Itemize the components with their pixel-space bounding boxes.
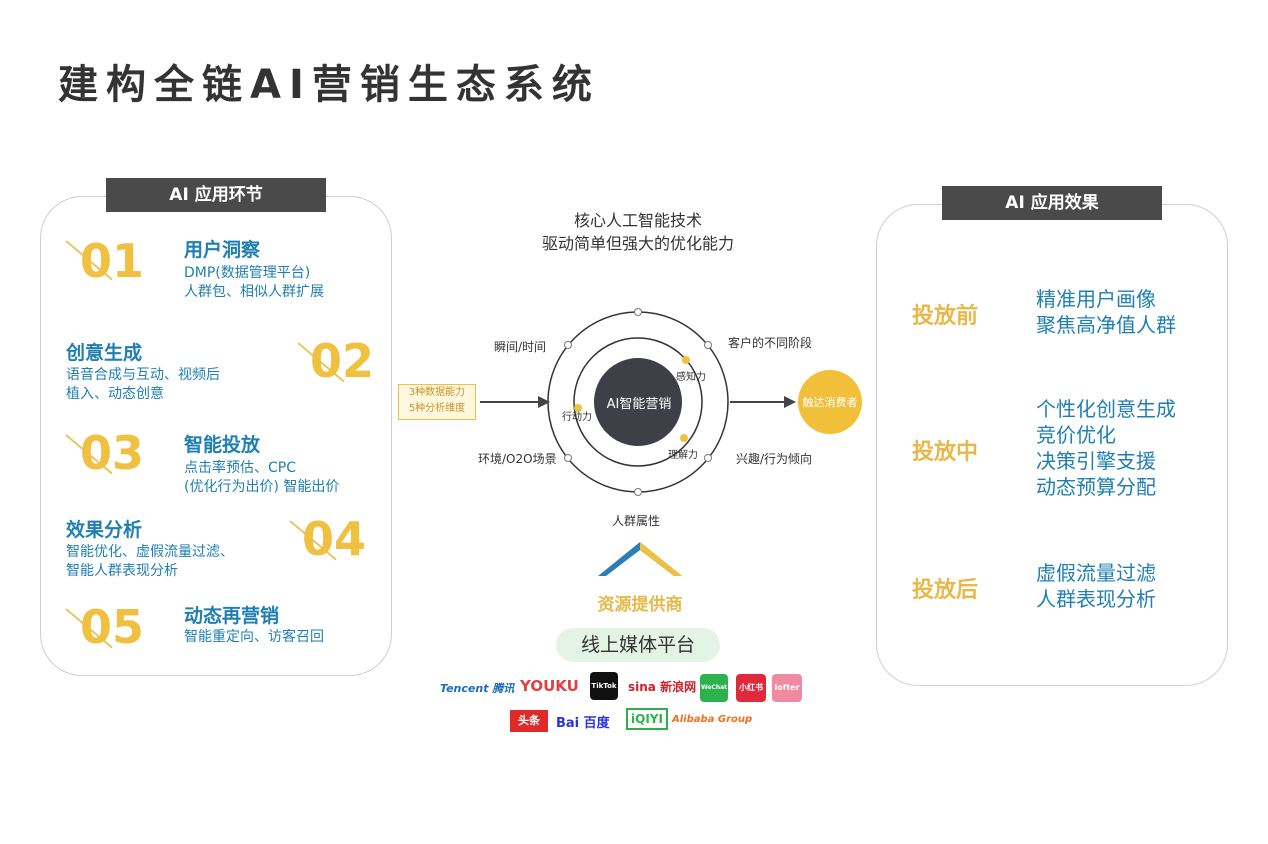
stage-during-line: 决策引擎支援	[1036, 449, 1156, 473]
stage-during-line: 个性化创意生成	[1036, 397, 1176, 421]
item-desc: 语音合成与互动、视频后	[66, 367, 220, 383]
provider-icon	[598, 542, 682, 576]
stage-during: 投放中	[912, 440, 979, 465]
stage-during-line: 竞价优化	[1036, 423, 1116, 447]
item-desc: 智能重定向、访客召回	[184, 629, 324, 645]
center-caption-line2: 驱动简单但强大的优化能力	[541, 234, 734, 253]
input-data-box: 3种数据能力 5种分析维度	[398, 384, 476, 420]
item-number: 02	[310, 334, 375, 388]
item-title: 用户洞察	[184, 239, 261, 261]
item-desc: 人群包、相似人群扩展	[184, 284, 324, 300]
provider-label: 资源提供商	[597, 595, 683, 615]
platform-pill: 线上媒体平台	[556, 628, 720, 662]
act-label: 行动力	[562, 412, 592, 423]
iqiyi-logo: iQIYI	[626, 708, 668, 730]
ai-effect-panel	[876, 204, 1228, 686]
output-label: 触达消费者	[802, 396, 858, 409]
item-number: 05	[80, 600, 145, 654]
toutiao-logo: 头条	[510, 710, 548, 732]
input-box-line2: 5种分析维度	[408, 403, 466, 414]
stage-before-line: 聚焦高净值人群	[1036, 313, 1176, 337]
page-title: 建构全链AI营销生态系统	[58, 62, 600, 108]
stage-after: 投放后	[912, 578, 979, 603]
item-desc: 智能优化、虚假流量过滤、	[66, 544, 234, 560]
xiaohongshu-logo: 小红书	[736, 674, 766, 702]
stage-after-line: 人群表现分析	[1036, 587, 1156, 611]
item-desc: 点击率预估、CPC	[184, 460, 296, 476]
item-number: 01	[80, 234, 145, 288]
item-desc: 智能人群表现分析	[66, 563, 178, 579]
youku-logo: YOUKU	[520, 677, 579, 695]
item-title: 智能投放	[184, 434, 261, 456]
item-number: 03	[80, 426, 145, 480]
time-label: 瞬间/时间	[494, 340, 547, 354]
ai-marketing-diagram	[480, 308, 862, 496]
center-caption-line1: 核心人工智能技术	[573, 211, 702, 230]
item-desc: DMP(数据管理平台)	[184, 265, 311, 281]
wechat-logo: WeChat	[700, 674, 728, 702]
ai-effect-tag: AI 应用效果	[942, 186, 1162, 220]
ai-application-panel	[40, 196, 392, 676]
tencent-logo: Tencent 腾讯	[440, 682, 515, 695]
tiktok-logo: TikTok	[590, 672, 618, 700]
alibaba-logo: Alibaba Group	[672, 714, 753, 725]
stage-before: 投放前	[912, 304, 979, 329]
scene-label: 环境/O2O场景	[478, 452, 557, 466]
item-title: 动态再营销	[184, 605, 280, 627]
sina-logo: sina 新浪网	[628, 680, 697, 694]
item-title: 创意生成	[66, 342, 143, 364]
baidu-logo: Bai 百度	[556, 716, 610, 731]
stage-before-line: 精准用户画像	[1036, 287, 1156, 311]
input-box-line1: 3种数据能力	[408, 387, 466, 398]
stage-during-line: 动态预算分配	[1036, 475, 1156, 499]
core-label: AI智能营销	[606, 397, 672, 412]
ai-application-tag: AI 应用环节	[106, 178, 326, 212]
understand-label: 理解力	[668, 450, 698, 461]
item-desc: (优化行为出价) 智能出价	[184, 479, 340, 495]
item-number: 04	[302, 512, 367, 566]
item-desc: 植入、动态创意	[66, 386, 164, 402]
stage-label: 客户的不同阶段	[728, 336, 813, 350]
lofter-logo: lofter	[772, 674, 802, 702]
item-title: 效果分析	[66, 519, 143, 541]
interest-label: 兴趣/行为倾向	[736, 452, 813, 466]
population-label: 人群属性	[612, 514, 661, 528]
stage-after-line: 虚假流量过滤	[1036, 561, 1156, 585]
perceive-label: 感知力	[676, 372, 706, 383]
